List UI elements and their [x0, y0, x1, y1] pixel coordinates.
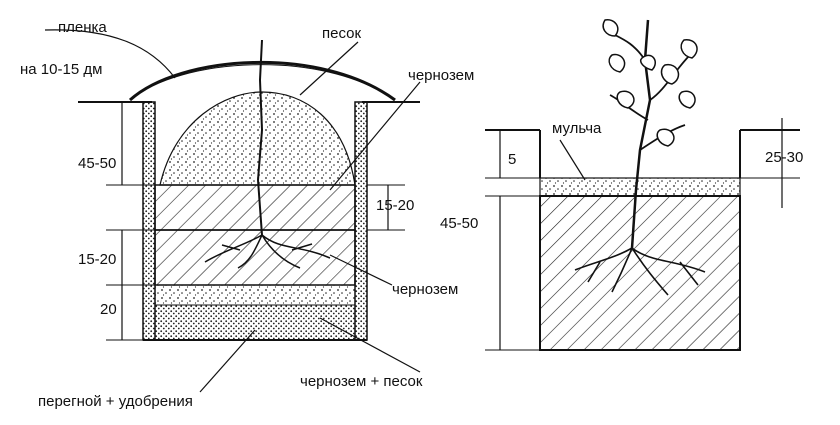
dim-sand-layer: 15-20 — [78, 251, 117, 268]
label-humus-fertilizer: перегной + удобрения — [38, 393, 193, 410]
dim-pit-depth: 45-50 — [440, 215, 479, 232]
right-pit — [485, 19, 800, 351]
label-film: пленка — [58, 19, 107, 36]
dim-edge-height: 25-30 — [765, 149, 804, 166]
label-chernozem-sand: чернозем + песок — [300, 373, 423, 390]
dim-bottom-layer: 20 — [100, 301, 117, 318]
label-chernozem-top: чернозем — [408, 67, 475, 84]
left-pit — [44, 29, 421, 393]
label-sand: песок — [322, 25, 362, 42]
label-chernozem-mid: чернозем — [392, 281, 459, 298]
dim-chernozem-layer: 15-20 — [376, 197, 415, 214]
dim-mulch-depth: 5 — [508, 151, 517, 168]
label-film-height: на 10-15 дм — [20, 61, 103, 78]
label-mulch: мульча — [552, 120, 602, 137]
dim-mound-depth: 45-50 — [78, 155, 117, 172]
